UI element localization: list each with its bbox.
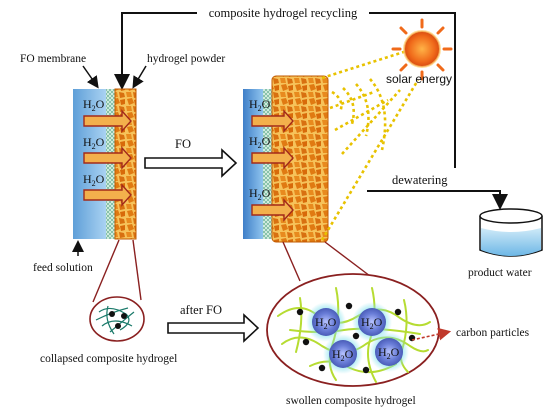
h2o-label: H2O (315, 315, 337, 331)
fo-membrane-label: FO membrane (20, 53, 86, 65)
fo-membrane-layer (106, 89, 115, 239)
water-arrows-left: H2O H2O H2O (83, 97, 132, 207)
water-molecule (312, 308, 340, 336)
h2o-label: H2O (83, 97, 105, 113)
h2o-label: H2O (83, 135, 105, 151)
water-molecules: H2O H2O H2O H2O (306, 302, 409, 374)
water-arrow (251, 109, 294, 133)
water-arrow (83, 146, 132, 170)
recycling-label: composite hydrogel recycling (209, 6, 358, 20)
h2o-label: H2O (249, 134, 271, 150)
h2o-label: H2O (249, 186, 271, 202)
membrane-unit-left (73, 88, 137, 240)
sun-icon (391, 18, 453, 81)
carbon-particles-pointer (411, 327, 452, 341)
collapsed-hydrogel-detail (89, 296, 145, 342)
water-molecule (329, 340, 357, 368)
product-water-tank-icon (479, 208, 543, 257)
fo-process-arrow (144, 148, 238, 178)
water-molecule (375, 338, 403, 366)
swollen-hydrogel-detail: H2O H2O H2O H2O (266, 273, 440, 387)
collapsed-hydrogel-label: collapsed composite hydrogel (40, 353, 177, 365)
swollen-hydrogel-label: swollen composite hydrogel (286, 395, 416, 407)
solar-beams (320, 48, 420, 241)
water-arrow (83, 109, 132, 133)
dewatering-arrow (367, 190, 508, 210)
after-fo-label: after FO (180, 303, 222, 317)
fo-label: FO (175, 137, 191, 151)
fo-membrane-layer (263, 89, 272, 239)
h2o-label: H2O (378, 345, 400, 361)
h2o-label: H2O (332, 347, 354, 363)
water-arrow (251, 198, 294, 222)
dewatering-label: dewatering (392, 173, 448, 187)
solar-energy-label: solar energy (386, 72, 452, 86)
water-arrows-right: H2O H2O H2O (249, 97, 294, 222)
recycling-label-bg (197, 5, 369, 21)
carbon-particles-label: carbon particles (456, 327, 530, 339)
water-arrow (251, 146, 294, 170)
product-water-label: product water (468, 267, 532, 279)
feed-solution-label: feed solution (33, 262, 93, 274)
h2o-label: H2O (361, 315, 383, 331)
after-fo-arrow (167, 313, 260, 343)
feed-solution-layer (73, 89, 106, 239)
water-arrow (83, 183, 132, 207)
hydrogel-powder-label: hydrogel powder (147, 53, 225, 65)
h2o-label: H2O (249, 97, 271, 113)
h2o-label: H2O (83, 172, 105, 188)
water-molecule (358, 308, 386, 336)
